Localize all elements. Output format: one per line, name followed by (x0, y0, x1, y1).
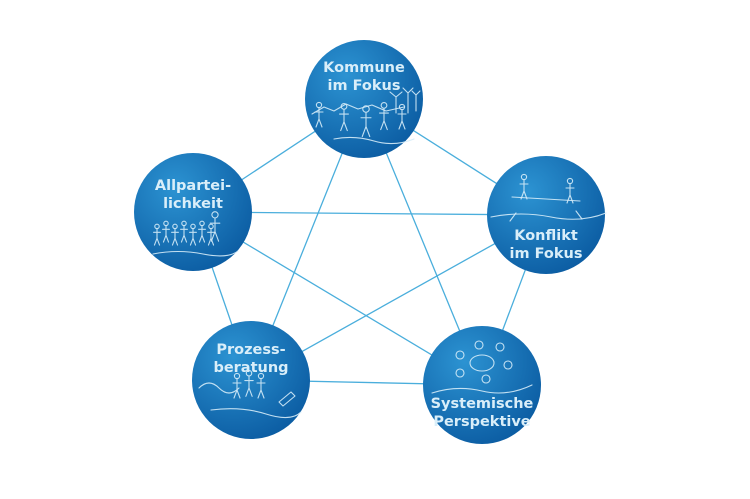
tug-of-war-sketch (490, 173, 607, 222)
node-label-systemisch-line-2: Perspektive (433, 414, 530, 430)
node-label-kommune-line-1: Kommune (323, 60, 405, 76)
people-around-table-sketch (431, 340, 533, 394)
node-label-allpartei-line-1: Allpartei- (155, 178, 231, 194)
crowd-sketch (152, 211, 239, 257)
node-label-konflikt-line-1: Konflikt (514, 228, 578, 244)
node-label-prozess-line-1: Prozess- (216, 342, 285, 358)
node-label-konflikt-line-2: im Fokus (509, 246, 582, 262)
group-with-writing-hand-sketch (198, 369, 302, 419)
node-label-allpartei-line-2: lichkeit (163, 196, 223, 212)
node-konflikt: Konflikt im Fokus (487, 156, 607, 274)
node-allpartei: Allpartei-lichkeit (134, 153, 252, 271)
node-circle-konflikt (487, 156, 605, 274)
node-prozess: Prozess-beratung (192, 321, 310, 439)
node-circle-kommune (305, 40, 423, 158)
node-label-systemisch-line-1: Systemische (431, 396, 534, 412)
node-label-kommune-line-2: im Fokus (327, 78, 400, 94)
node-kommune: Kommune im Fokus (305, 40, 423, 158)
node-label-prozess-line-2: beratung (213, 360, 288, 376)
node-circle-systemisch (423, 326, 541, 444)
town-people-wind-turbines-sketch (311, 87, 421, 145)
